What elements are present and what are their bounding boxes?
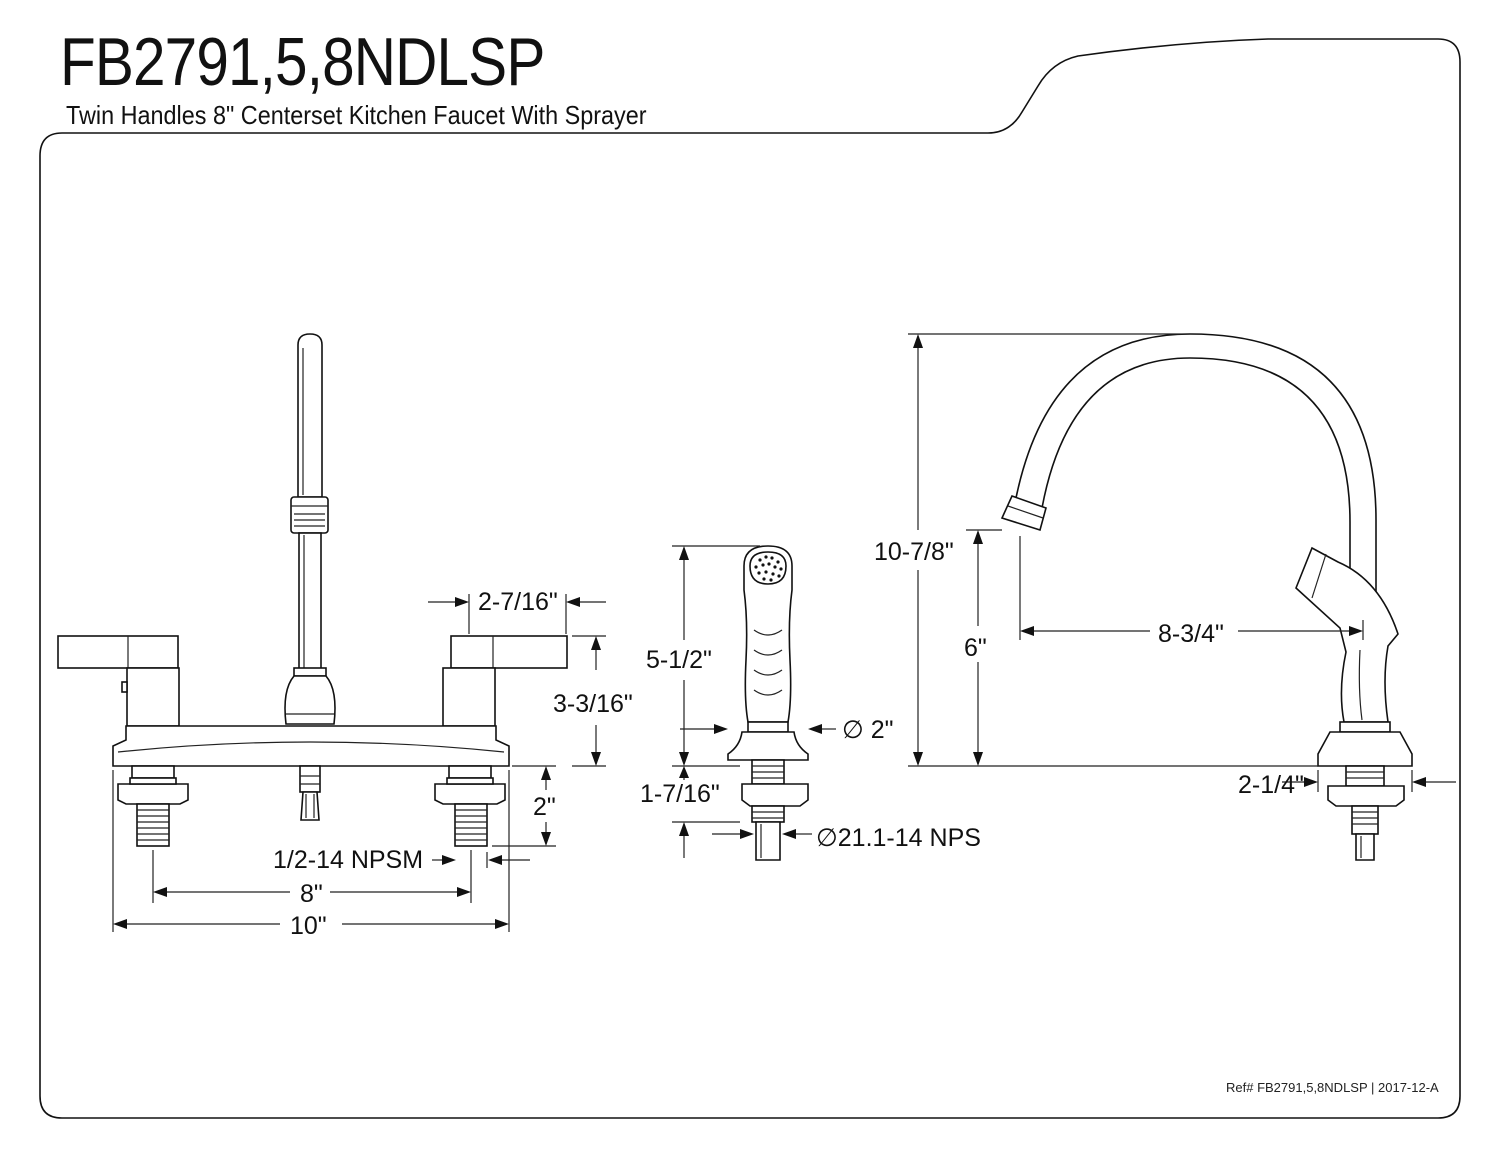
dim-spout-reach: 8-3/4" <box>1158 620 1224 648</box>
dim-overall-height: 10-7/8" <box>874 538 954 566</box>
front-left-shank <box>136 803 170 847</box>
dim-handle-width: 2-7/16" <box>478 588 558 616</box>
dim-sprayer-shank: 1-7/16" <box>640 780 720 808</box>
side-view-dimensions: 10-7/8" 6" 8-3/4" 2-1/4" <box>874 333 1456 799</box>
dim-base-diameter: 2-1/4" <box>1238 771 1304 799</box>
side-spout-tip <box>1000 495 1047 532</box>
front-view-faucet <box>57 333 568 847</box>
front-left-mount-nut <box>117 783 189 805</box>
sprayer-dimensions: 5-1/2" ∅ 2" 1-7/16" ∅21.1-14 NPS <box>640 545 981 858</box>
sprayer-drawing <box>727 545 809 861</box>
side-shank <box>1345 765 1385 787</box>
dim-sprayer-diameter: ∅ 2" <box>842 716 894 744</box>
front-right-handle-lever <box>450 635 568 669</box>
front-spout-base <box>284 675 336 725</box>
product-subtitle: Twin Handles 8" Centerset Kitchen Faucet… <box>66 100 647 130</box>
dim-overall-width: 10" <box>290 912 327 940</box>
page-frame <box>39 38 1461 1119</box>
front-right-mount-nut <box>434 783 506 805</box>
sprayer-mount-nut <box>741 783 809 807</box>
front-aerator-collar <box>290 496 329 534</box>
front-view-dimensions: 2-7/16" 3-3/16" 2" 1/2-14 NPSM <box>112 588 633 940</box>
model-title: FB2791,5,8NDLSP <box>60 24 545 100</box>
side-sprayer-holder <box>1295 546 1399 723</box>
front-left-handle-body <box>126 667 180 727</box>
front-right-handle-body <box>442 667 496 727</box>
dim-sprayer-height: 5-1/2" <box>646 646 712 674</box>
sprayer-body <box>743 545 793 723</box>
sprayer-base <box>727 731 809 761</box>
reference-number: Ref# FB2791,5,8NDLSP | 2017-12-A <box>1226 1080 1439 1095</box>
dim-center-spacing: 8" <box>300 880 323 908</box>
dim-sprayer-thread: ∅21.1-14 NPS <box>816 824 981 852</box>
side-mount-nut <box>1327 785 1405 807</box>
front-deck-plate <box>112 725 510 767</box>
dim-spout-clearance: 6" <box>964 634 987 662</box>
sprayer-holes <box>754 555 783 582</box>
dim-shank-length: 2" <box>533 793 556 821</box>
side-view-faucet <box>1000 333 1413 861</box>
dim-handle-height: 3-3/16" <box>553 690 633 718</box>
side-gooseneck-spout <box>1015 333 1377 731</box>
front-spout-tube <box>297 333 323 498</box>
front-left-handle-lever <box>57 635 179 669</box>
dim-thread-npsm: 1/2-14 NPSM <box>273 846 423 874</box>
front-right-shank <box>454 803 488 847</box>
front-hose-connector <box>299 765 321 793</box>
sprayer-hose <box>755 821 781 861</box>
front-lower-tube <box>298 532 322 672</box>
side-base <box>1317 731 1413 767</box>
